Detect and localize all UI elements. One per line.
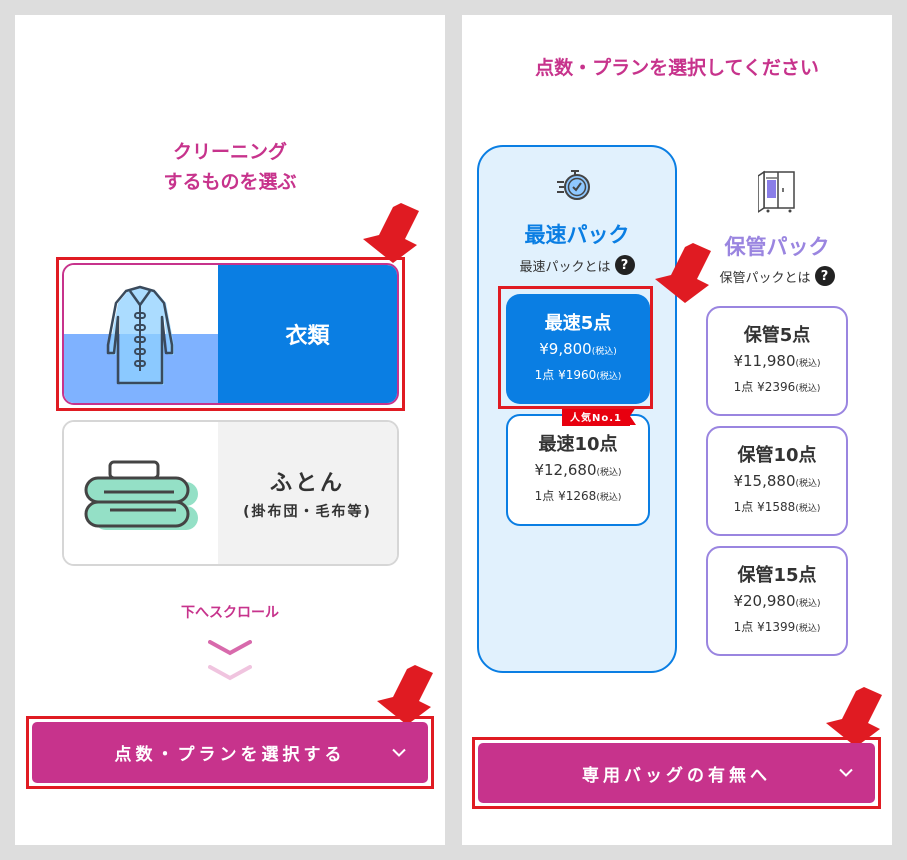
- wardrobe-icon: [758, 170, 795, 213]
- info-label: 保管パックとは: [719, 270, 811, 286]
- category-image: [64, 265, 218, 403]
- plan-selection-screen: 点数・プランを選択してください 最速パック 最速パックとは ? 最速5点 ¥9,…: [462, 15, 892, 845]
- title-line-1: クリーニング: [172, 141, 287, 163]
- annotation-highlight: [472, 737, 881, 809]
- popular-badge: 人気No.1: [562, 407, 636, 426]
- title-line-2: するものを選ぶ: [163, 171, 297, 193]
- plan-price: ¥15,880(税込): [733, 471, 821, 490]
- select-plan-button[interactable]: 点数・プランを選択する: [32, 722, 428, 783]
- storage-pack-title: 保管パック: [724, 235, 830, 259]
- chevron-down-icon: [208, 640, 252, 656]
- category-card-futon[interactable]: ふとん (掛布団・毛布等): [62, 420, 399, 566]
- category-selection-screen: クリーニング するものを選ぶ 衣類: [15, 15, 445, 845]
- plan-price: ¥11,980(税込): [733, 351, 821, 370]
- futon-icon: [84, 460, 198, 530]
- plan-storage-5[interactable]: 保管5点 ¥11,980(税込) 1点 ¥2396(税込): [706, 306, 848, 416]
- chevron-down-icon: [392, 748, 406, 757]
- coat-icon: [106, 285, 174, 385]
- fast-pack-info-link[interactable]: 最速パックとは ?: [479, 255, 675, 275]
- plan-unit-price: 1点 ¥1399(税込): [733, 619, 821, 634]
- stopwatch-icon: [557, 170, 590, 200]
- fast-pack-title: 最速パック: [524, 223, 630, 247]
- page-title: 点数・プランを選択してください: [535, 57, 819, 79]
- annotation-highlight: [26, 716, 434, 789]
- category-label: 衣類: [218, 265, 397, 403]
- chevron-down-icon: [839, 768, 853, 777]
- plan-storage-10[interactable]: 保管10点 ¥15,880(税込) 1点 ¥1588(税込): [706, 426, 848, 536]
- plan-unit-price: 1点 ¥1588(税込): [733, 499, 821, 514]
- plan-name: 保管15点: [737, 564, 817, 586]
- plan-price: ¥20,980(税込): [733, 591, 821, 610]
- page-title: クリーニング するものを選ぶ: [15, 137, 445, 197]
- futon-sublabel: (掛布団・毛布等): [243, 504, 372, 520]
- plan-unit-price: 1点 ¥1268(税込): [534, 488, 622, 503]
- button-label: 専用バッグの有無へ: [582, 765, 771, 786]
- plan-fast-5[interactable]: 最速5点 ¥9,800(税込) 1点 ¥1960(税込): [506, 294, 650, 404]
- category-image: [64, 422, 218, 564]
- futon-title: ふとん: [269, 471, 345, 496]
- plan-name: 最速5点: [544, 312, 612, 334]
- info-label: 最速パックとは: [519, 259, 611, 275]
- plan-unit-price: 1点 ¥1960(税込): [534, 367, 622, 382]
- plan-unit-price: 1点 ¥2396(税込): [733, 379, 821, 394]
- plan-price: ¥9,800(税込): [539, 339, 617, 358]
- chevron-down-icon: [208, 665, 252, 681]
- plan-name: 保管5点: [743, 324, 811, 346]
- plan-storage-15[interactable]: 保管15点 ¥20,980(税込) 1点 ¥1399(税込): [706, 546, 848, 656]
- plan-price: ¥12,680(税込): [534, 460, 622, 479]
- button-label: 点数・プランを選択する: [114, 745, 346, 765]
- category-card-clothes[interactable]: 衣類: [62, 263, 399, 405]
- question-icon[interactable]: ?: [814, 266, 835, 286]
- question-icon[interactable]: ?: [614, 255, 635, 275]
- annotation-arrow-icon: [363, 203, 419, 263]
- fast-pack-column: 最速パック 最速パックとは ? 最速5点 ¥9,800(税込) 1点 ¥1960…: [477, 145, 677, 673]
- scroll-hint: 下へスクロール: [181, 605, 279, 621]
- bag-option-button[interactable]: 専用バッグの有無へ: [478, 743, 875, 803]
- plan-name: 最速10点: [538, 433, 618, 455]
- storage-pack-info-link[interactable]: 保管パックとは ?: [692, 266, 862, 286]
- plan-name: 保管10点: [737, 444, 817, 466]
- plan-fast-10[interactable]: 人気No.1 最速10点 ¥12,680(税込) 1点 ¥1268(税込): [506, 407, 650, 526]
- category-label: ふとん (掛布団・毛布等): [218, 422, 397, 564]
